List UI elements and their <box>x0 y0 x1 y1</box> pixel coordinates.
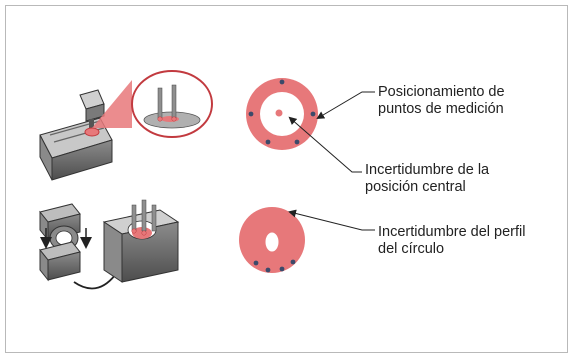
measurement-points-line-2: puntos de medición <box>378 101 504 117</box>
center-uncertainty-label: Incertidumbre de la posición central <box>365 162 489 196</box>
profile-uncertainty-label: Incertidumbre del perfil del círculo <box>378 224 526 258</box>
measurement-points-line-1: Posicionamiento de <box>378 84 505 100</box>
figure-frame <box>5 5 568 353</box>
measurement-ring-diagram <box>246 78 318 150</box>
center-uncertainty-line-2: posición central <box>365 179 466 195</box>
callout-lines <box>288 91 375 231</box>
measurement-points-label: Posicionamiento de puntos de medición <box>378 84 505 118</box>
profile-uncertainty-line-2: del círculo <box>378 241 445 257</box>
cmm-machine-illustration <box>39 89 113 181</box>
profile-disc-diagram <box>239 207 305 273</box>
center-uncertainty-line-1: Incertidumbre de la <box>365 162 490 178</box>
zoom-bubble <box>92 70 213 138</box>
profile-uncertainty-line-1: Incertidumbre del perfil <box>378 224 526 240</box>
fixture-illustration <box>39 199 180 290</box>
